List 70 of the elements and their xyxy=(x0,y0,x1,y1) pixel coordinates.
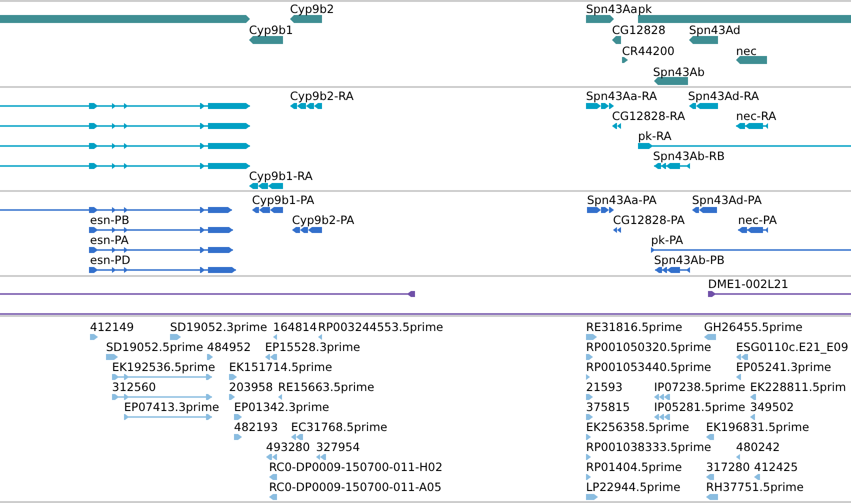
feature-label: 203958 xyxy=(229,381,273,394)
feature-label: CG12828 xyxy=(612,24,666,37)
feature-label: 493280 xyxy=(266,441,310,454)
feature-label: 484952 xyxy=(207,341,251,354)
feature-label: RP003244553.5prime xyxy=(318,321,444,334)
feature-label: EK151714.5prime xyxy=(229,361,332,374)
feature-label: CG12828-RA xyxy=(612,110,686,123)
feature-label: esn-PD xyxy=(90,254,130,267)
feature-label: 164814 xyxy=(273,321,317,334)
feature-label: Spn43Ab-RB xyxy=(653,150,725,163)
feature-label: EP07413.3prime xyxy=(124,401,220,414)
feature-label: RE31816.5prime xyxy=(586,321,682,334)
feature-label: nec-PA xyxy=(738,214,777,227)
feature-label: EP01342.3prime xyxy=(234,401,330,414)
feature-label: EK192536.5prime xyxy=(112,361,216,374)
feature-label: RP001038333.5prime xyxy=(586,441,712,454)
feature-label: Spn43Ab xyxy=(653,66,705,79)
feature-label: 349502 xyxy=(750,401,794,414)
feature-label: Spn43Ad-RA xyxy=(688,90,760,103)
feature-label: Cyp9b1 xyxy=(249,24,294,37)
feature-label: 375815 xyxy=(586,401,630,414)
feature-label: Spn43Aa xyxy=(586,3,638,16)
feature-label: pk-PA xyxy=(651,234,684,247)
feature-label: IP05281.5prime xyxy=(654,401,746,414)
feature-label: GH26455.5prime xyxy=(704,321,803,334)
feature-label: CG12828-PA xyxy=(613,214,685,227)
feature-label: Spn43Ab-PB xyxy=(654,254,725,267)
feature-label: esn-PB xyxy=(90,214,130,227)
feature-label: EK196831.5prime xyxy=(706,421,810,434)
feature-label: RH37751.5prime xyxy=(706,481,804,494)
feature-label: 312560 xyxy=(112,381,156,394)
feature-label: pk xyxy=(638,3,652,16)
feature-label: Spn43Ad xyxy=(689,24,740,37)
feature-label: Spn43Aa-PA xyxy=(587,194,657,207)
feature-label: Cyp9b1-PA xyxy=(252,194,314,207)
feature-label: RP01404.5prime xyxy=(586,461,682,474)
feature-label: esn-PA xyxy=(90,234,129,247)
feature-label: Spn43Ad-PA xyxy=(692,194,762,207)
feature-label: EP05241.3prime xyxy=(736,361,832,374)
feature-label: EC31768.5prime xyxy=(291,421,388,434)
feature-label: Spn43Aa-RA xyxy=(586,90,657,103)
feature-label: ESG0110c.E21_E09 xyxy=(736,341,848,354)
feature-label: RC0-DP0009-150700-011-H02 xyxy=(269,461,443,474)
feature-label: EP15528.3prime xyxy=(265,341,360,354)
feature-label: pk-RA xyxy=(638,130,672,143)
feature-label: SD19052.5prime xyxy=(106,341,204,354)
feature-label: 21593 xyxy=(586,381,623,394)
feature-label: 412425 xyxy=(754,461,798,474)
feature-label: RC0-DP0009-150700-011-A05 xyxy=(269,481,442,494)
feature-label: 412149 xyxy=(90,321,134,334)
feature-label: Cyp9b2 xyxy=(290,3,334,16)
feature-label: 482193 xyxy=(234,421,278,434)
feature-label: Cyp9b2-RA xyxy=(290,90,354,103)
feature-label: 327954 xyxy=(316,441,360,454)
feature-label: RP001053440.5prime xyxy=(586,361,712,374)
feature-label: EK228811.5prim xyxy=(750,381,846,394)
feature-label: Cyp9b2-PA xyxy=(292,214,354,227)
feature-label: nec xyxy=(736,45,757,58)
feature-label: RE15663.5prime xyxy=(278,381,374,394)
feature-label: LP22944.5prime xyxy=(586,481,680,494)
feature-label: 317280 xyxy=(706,461,750,474)
feature-label: CR44200 xyxy=(622,45,675,58)
feature-label: Cyp9b1-RA xyxy=(249,170,313,183)
feature-label: SD19052.3prime xyxy=(170,321,268,334)
feature-label: DME1-002L21 xyxy=(708,278,788,291)
feature-label: RP001050320.5prime xyxy=(586,341,712,354)
feature-label: EK256358.5prime xyxy=(586,421,690,434)
feature-label: IP07238.5prime xyxy=(654,381,746,394)
feature-label: nec-RA xyxy=(736,110,776,123)
feature-label: 480242 xyxy=(736,441,780,454)
